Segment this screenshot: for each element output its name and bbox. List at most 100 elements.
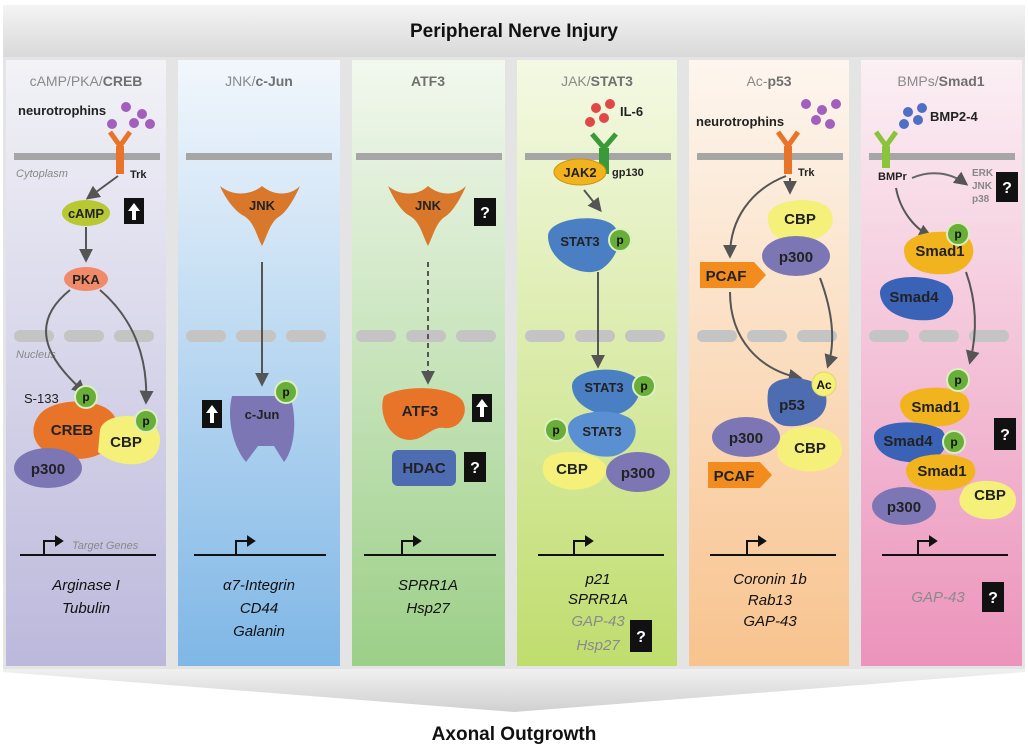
question-mark: ?: [988, 590, 998, 607]
stat3-label-dimer-top: STAT3: [584, 380, 623, 395]
column-header-stat3: JAK/STAT3: [561, 73, 633, 89]
arrow-bmpr-kinases: [911, 171, 969, 186]
cytoplasm-label: Cytoplasm: [16, 168, 68, 180]
question-mark: ?: [636, 629, 646, 646]
arrow-pcaf-p53: [729, 291, 803, 383]
bmpr-label: BMPr: [878, 171, 907, 183]
gene-col3-2: Hsp27: [406, 600, 450, 617]
cbp-protein-col5: [767, 200, 833, 243]
bmp-ligands: [899, 103, 927, 129]
p300-label-col5-cyto: p300: [779, 249, 813, 266]
camp-label: cAMP: [68, 206, 104, 221]
column-p53-bg: [689, 60, 849, 666]
nuclear-membranes: [14, 330, 1009, 342]
arrow-pka-creb: [45, 289, 87, 394]
question-mark: ?: [480, 205, 490, 222]
smad1-protein-nuc-bottom: [906, 454, 976, 491]
kinase-erk: ERK: [972, 168, 994, 179]
camp-node: [62, 200, 110, 226]
p300-label-col1: p300: [31, 461, 65, 478]
atf3-label: ATF3: [402, 403, 438, 420]
pcaf-protein-nuc: [708, 462, 772, 488]
arrow-trk-pcaf: [723, 175, 787, 259]
phospho-cjun-label: p: [282, 385, 289, 399]
column-header-smad1: BMPs/Smad1: [897, 73, 984, 89]
phospho-stat3-cyto-label: p: [616, 233, 623, 247]
gene-col3-1: SPRR1A: [398, 577, 458, 594]
smad1-label-cyto: Smad1: [915, 243, 964, 260]
hdac-label: HDAC: [402, 460, 445, 477]
p300-label-col6: p300: [887, 499, 921, 516]
p300-protein-col1: [14, 448, 82, 488]
diagram-title: Peripheral Nerve Injury: [410, 21, 618, 42]
jnk-label-col3: JNK: [415, 198, 442, 213]
upregulated-icon: [472, 394, 492, 422]
neurotrophin-ligands: [107, 102, 155, 129]
p300-protein-col4: [606, 452, 670, 492]
column-header-cjun: JNK/c-Jun: [225, 73, 293, 89]
phospho-stat3-top-label: p: [640, 379, 647, 393]
stat3-dimer-top: [572, 369, 640, 415]
phospho-stat3-bottom: [544, 418, 568, 442]
smad1-label-nuc-bottom: Smad1: [917, 463, 966, 480]
phospho-smad1-nuc-top: [946, 368, 970, 392]
bmp-label: BMP2-4: [930, 109, 978, 124]
question-mark: ?: [1002, 180, 1012, 197]
acetyl-mark: [811, 371, 837, 397]
gene-col4-3: GAP-43: [571, 613, 625, 630]
pcaf-protein-cyto: [700, 262, 766, 288]
pcaf-label-cyto: PCAF: [706, 268, 747, 285]
jak2-protein: [553, 158, 607, 186]
kinase-jnk: JNK: [972, 181, 993, 192]
question-mark: ?: [1000, 427, 1010, 444]
neurotrophin-ligands-col5: [801, 99, 841, 129]
columns-backdrop: [3, 57, 1025, 669]
p300-protein-col5-cyto: [762, 236, 830, 276]
acetyl-label: Ac: [816, 378, 832, 392]
jnk-protein-col3: [388, 186, 466, 246]
column-header-p53: Ac-p53: [746, 73, 791, 89]
gene-col2-1: α7-Integrin: [223, 577, 295, 594]
question-icon: ?: [982, 582, 1004, 612]
phospho-smad1-nuc-top-label: p: [954, 373, 961, 387]
upregulated-icon: [124, 198, 144, 224]
cbp-label-col5: CBP: [784, 211, 816, 228]
phospho-cjun: [274, 380, 298, 404]
smad1-label-nuc-top: Smad1: [911, 399, 960, 416]
s133-site-label: S-133: [24, 391, 59, 406]
smad1-protein-nuc-top: [900, 387, 970, 427]
pka-label: PKA: [72, 272, 100, 287]
question-icon: ?: [474, 198, 496, 226]
trk-label: Trk: [130, 169, 147, 181]
jnk-label-col2: JNK: [249, 198, 276, 213]
cjun-protein: [229, 396, 295, 462]
cbp-label-col6: CBP: [974, 487, 1006, 504]
creb-protein: [33, 401, 118, 459]
outgrowth-funnel: [3, 669, 1025, 712]
title-band: [3, 5, 1025, 57]
cjun-label: c-Jun: [245, 407, 280, 422]
il6-label: IL-6: [620, 104, 643, 119]
cbp-label-col5-nuc: CBP: [794, 440, 826, 457]
question-icon: ?: [630, 620, 652, 652]
p300-label-col5-nuc: p300: [729, 430, 763, 447]
trk-receptor-stem: [116, 146, 124, 174]
phospho-cbp-label: p: [142, 414, 149, 428]
p300-label-col4: p300: [621, 465, 655, 482]
phospho-stat3-cyto: [608, 228, 632, 252]
trk-label-col5: Trk: [798, 167, 815, 179]
jak2-label: JAK2: [563, 165, 596, 180]
phospho-stat3-bottom-label: p: [552, 423, 559, 437]
pka-node: [64, 267, 108, 291]
gene-col4-4: Hsp27: [576, 637, 620, 654]
arrow-jak2-stat3: [583, 189, 602, 213]
question-icon: ?: [994, 418, 1016, 450]
column-header-atf3: ATF3: [411, 73, 445, 89]
phospho-smad1-cyto: [946, 222, 970, 246]
cbp-protein-col4: [542, 451, 607, 490]
cbp-protein-col5-nuc: [777, 426, 843, 472]
phospho-stat3-top: [632, 374, 656, 398]
arrow-pka-cbp: [99, 289, 154, 405]
question-icon: ?: [464, 452, 486, 482]
